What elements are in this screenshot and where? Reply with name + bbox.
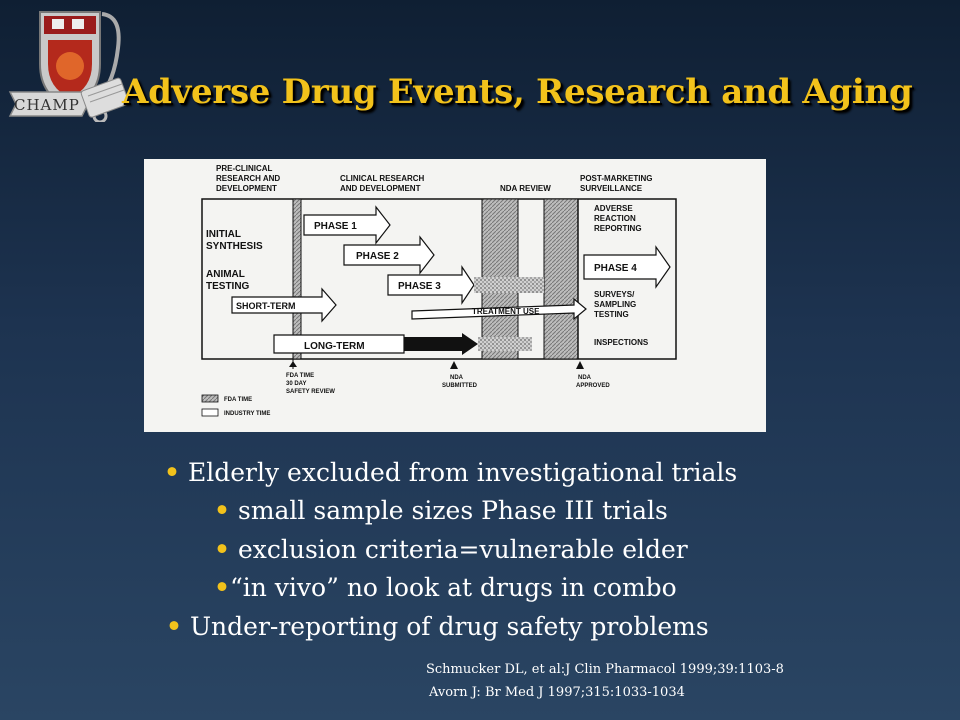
header-clinical-2: AND DEVELOPMENT bbox=[340, 184, 421, 193]
surveys-label-3: TESTING bbox=[594, 310, 629, 319]
phase-3-label: PHASE 3 bbox=[398, 281, 441, 292]
phase-2-label: PHASE 2 bbox=[356, 251, 399, 262]
treatment-use-label: TREATMENT USE bbox=[472, 307, 540, 316]
label-synthesis: SYNTHESIS bbox=[206, 241, 263, 252]
bullet-text: “in vivo” no look at drugs in combo bbox=[229, 573, 677, 602]
long-term-label: LONG-TERM bbox=[304, 341, 365, 352]
bullet-text: exclusion criteria=vulnerable elder bbox=[237, 535, 688, 564]
bullet-small-sample: •small sample sizes Phase III trials bbox=[214, 496, 668, 525]
bullet-marker: • bbox=[214, 496, 230, 525]
inspections-label: INSPECTIONS bbox=[594, 338, 649, 347]
adverse-label-3: REPORTING bbox=[594, 224, 642, 233]
header-clinical-1: CLINICAL RESEARCH bbox=[340, 174, 425, 183]
bullet-marker: • bbox=[164, 458, 180, 487]
logo-text: CHAMP bbox=[14, 96, 80, 114]
bullet-under-reporting: •Under-reporting of drug safety problems bbox=[166, 612, 709, 641]
bullet-marker: • bbox=[166, 612, 182, 641]
fda-time-marker-2: 30 DAY bbox=[286, 381, 306, 387]
drug-development-diagram: PRE-CLINICAL RESEARCH AND DEVELOPMENT CL… bbox=[144, 159, 766, 432]
surveys-label-1: SURVEYS/ bbox=[594, 290, 635, 299]
phase-1-label: PHASE 1 bbox=[314, 221, 357, 232]
label-testing: TESTING bbox=[206, 281, 250, 292]
reference-avorn: Avorn J: Br Med J 1997;315:1033-1034 bbox=[429, 685, 685, 700]
phase-4-label: PHASE 4 bbox=[594, 263, 637, 274]
header-preclinical-1: PRE-CLINICAL bbox=[216, 164, 273, 173]
champ-logo: CHAMP bbox=[4, 4, 144, 124]
bullet-exclusion-criteria: •exclusion criteria=vulnerable elder bbox=[214, 535, 688, 564]
bullet-text: Under-reporting of drug safety problems bbox=[189, 612, 709, 641]
bullet-marker: • bbox=[214, 573, 230, 602]
reference-schmucker: Schmucker DL, et al:J Clin Pharmacol 199… bbox=[426, 662, 784, 677]
label-animal: ANIMAL bbox=[206, 269, 245, 280]
adverse-label-2: REACTION bbox=[594, 214, 636, 223]
fda-time-marker-1: FDA TIME bbox=[286, 373, 314, 379]
bullet-marker: • bbox=[214, 535, 230, 564]
legend-fda-time: FDA TIME bbox=[224, 397, 252, 403]
label-initial: INITIAL bbox=[206, 229, 241, 240]
short-term-label: SHORT-TERM bbox=[236, 301, 296, 311]
bullet-in-vivo: •“in vivo” no look at drugs in combo bbox=[214, 573, 677, 602]
nda-approved-1: NDA bbox=[578, 375, 592, 381]
nda-submitted-1: NDA bbox=[450, 375, 464, 381]
header-postmarketing-2: SURVEILLANCE bbox=[580, 184, 643, 193]
nda-approved-2: APPROVED bbox=[576, 383, 610, 389]
header-postmarketing-1: POST-MARKETING bbox=[580, 174, 652, 183]
surveys-label-2: SAMPLING bbox=[594, 300, 636, 309]
bullet-elderly-excluded: •Elderly excluded from investigational t… bbox=[164, 458, 737, 487]
fda-time-marker-3: SAFETY REVIEW bbox=[286, 389, 335, 395]
bullet-text: small sample sizes Phase III trials bbox=[237, 496, 668, 525]
legend-industry-time: INDUSTRY TIME bbox=[224, 411, 270, 417]
adverse-label-1: ADVERSE bbox=[594, 204, 633, 213]
header-preclinical-2: RESEARCH AND bbox=[216, 174, 280, 183]
slide-title: Adverse Drug Events, Research and Aging bbox=[122, 72, 913, 112]
header-nda-review: NDA REVIEW bbox=[500, 184, 551, 193]
header-preclinical-3: DEVELOPMENT bbox=[216, 184, 277, 193]
nda-submitted-2: SUBMITTED bbox=[442, 383, 478, 389]
bullet-text: Elderly excluded from investigational tr… bbox=[187, 458, 738, 487]
